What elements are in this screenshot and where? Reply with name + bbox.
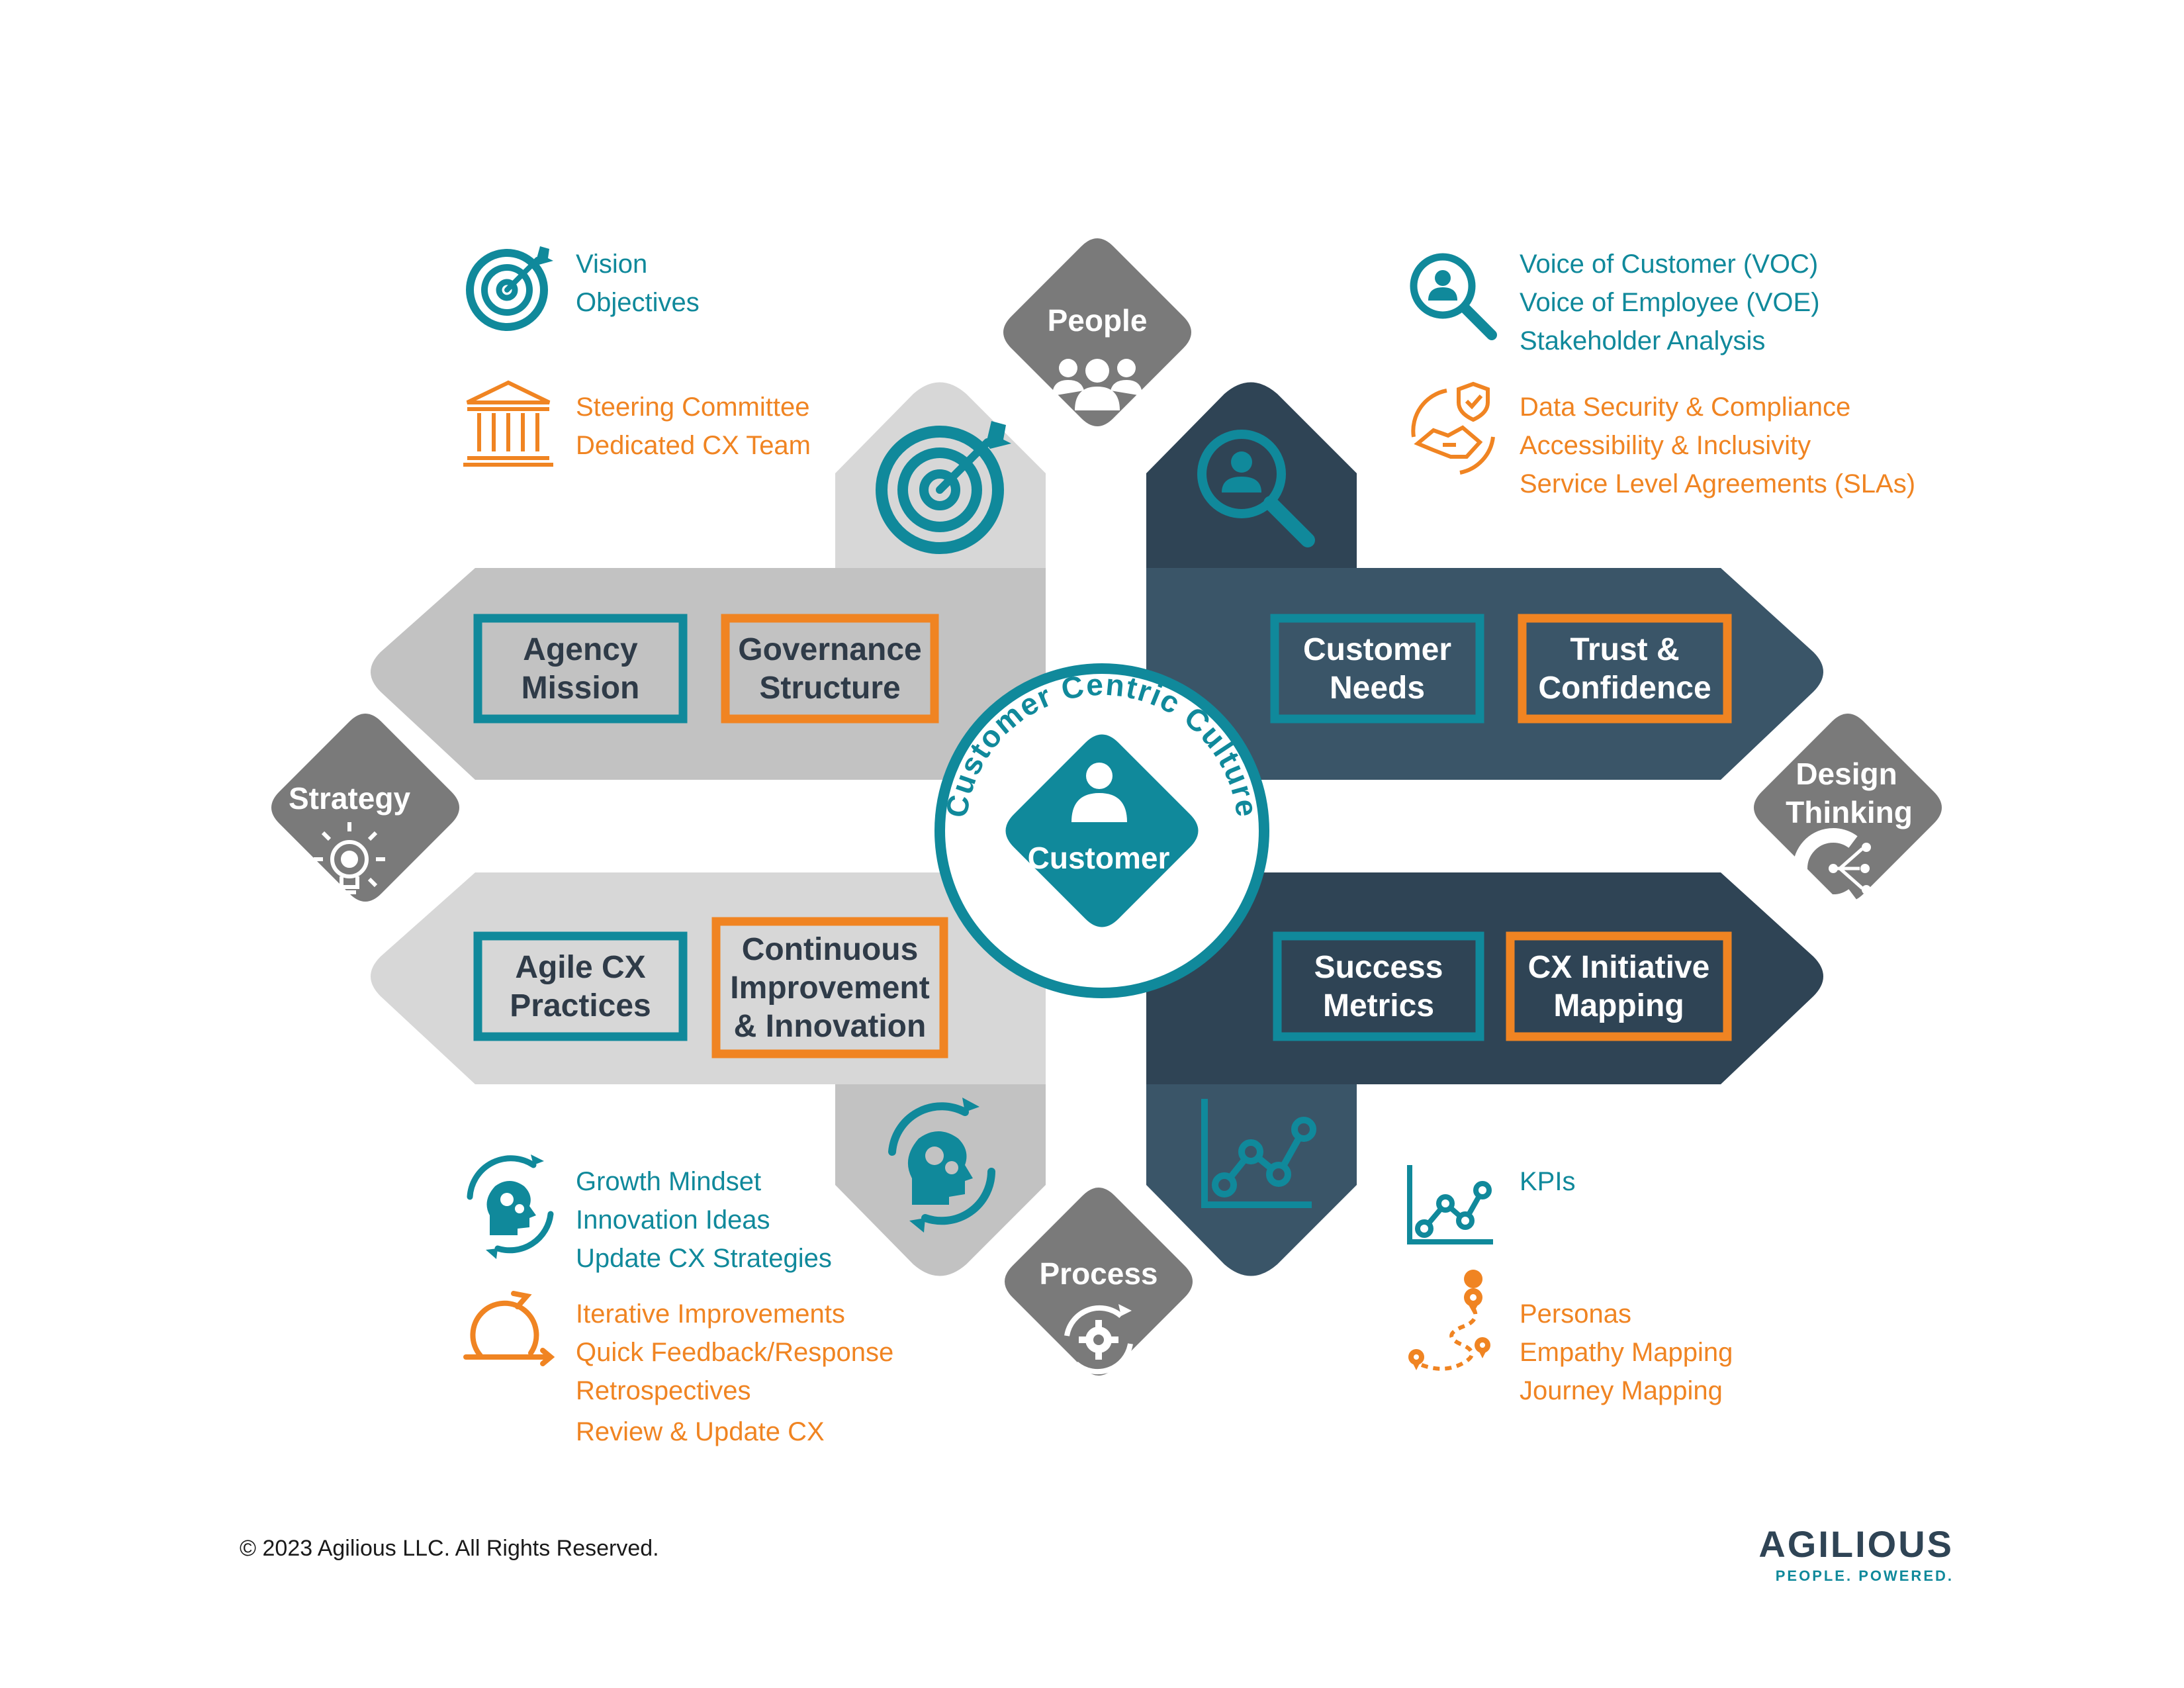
- lower-right-vertical-arm: [1146, 1084, 1357, 1276]
- bottom-right-orange-list: Personas Empathy Mapping Journey Mapping: [1520, 1299, 1733, 1405]
- trust-confidence-line-1: Trust &: [1570, 632, 1679, 667]
- trust-confidence-box: Trust & Confidence: [1518, 614, 1732, 724]
- center-customer-circle: Customer Centric Culture Customer: [934, 663, 1269, 998]
- bottom-right-teal-list: KPIs: [1520, 1167, 1575, 1196]
- agency-mission-line-1: Agency: [523, 632, 638, 667]
- cx-initiative-line-1: CX Initiative: [1528, 950, 1710, 985]
- list-item: Update CX Strategies: [576, 1244, 832, 1273]
- customer-needs-line-1: Customer: [1303, 632, 1451, 667]
- list-item: Growth Mindset: [576, 1167, 761, 1196]
- cx-initiative-box: CX Initiative Mapping: [1506, 931, 1732, 1041]
- vision-target-icon: [466, 246, 553, 331]
- line-chart-icon: [1201, 1099, 1316, 1208]
- person-icon: [1071, 763, 1127, 822]
- people-diamond: People: [1003, 238, 1191, 426]
- success-metrics-box: Success Metrics: [1273, 931, 1484, 1041]
- strategy-diamond: Strategy: [271, 714, 459, 902]
- list-item: Accessibility & Inclusivity: [1520, 431, 1811, 460]
- list-item: Voice of Employee (VOE): [1520, 288, 1820, 317]
- list-item: Personas: [1520, 1299, 1631, 1329]
- lightbulb-gear-icon: [314, 822, 385, 894]
- list-item: Steering Committee: [576, 393, 809, 422]
- upper-left-horizontal-arrow: [371, 568, 1046, 780]
- top-right-teal-list: Voice of Customer (VOC) Voice of Employe…: [1520, 250, 1820, 355]
- growth-head-gears-icon: [467, 1154, 554, 1259]
- iteration-cycle-icon: [463, 1291, 555, 1366]
- lower-right-horizontal-arrow: [1146, 872, 1823, 1084]
- continuous-improvement-line-1: Continuous: [742, 932, 919, 967]
- success-metrics-line-2: Metrics: [1323, 988, 1434, 1023]
- bottom-left-orange-list: Iterative Improvements Quick Feedback/Re…: [576, 1299, 893, 1446]
- top-left-teal-list: Vision Objectives: [576, 250, 700, 317]
- process-diamond: Process: [1005, 1188, 1193, 1376]
- institution-icon: [463, 380, 553, 467]
- upper-right-vertical-arm: [1146, 382, 1357, 568]
- customer-label: Customer: [1028, 841, 1170, 875]
- search-person-icon: [1197, 430, 1315, 547]
- logo-tagline: PEOPLE. POWERED.: [1776, 1568, 1954, 1584]
- trust-confidence-line-2: Confidence: [1538, 671, 1711, 706]
- list-item: Vision: [576, 250, 647, 279]
- gear-network-icon: [1793, 828, 1871, 909]
- list-item: Data Security & Compliance: [1520, 393, 1850, 422]
- customer-diamond: [1005, 734, 1199, 927]
- kpi-line-chart-icon: [1407, 1165, 1493, 1244]
- list-item: Voice of Customer (VOC): [1520, 250, 1818, 279]
- design-thinking-diamond: Design Thinking: [1754, 714, 1942, 909]
- continuous-improvement-line-2: Improvement: [730, 970, 929, 1006]
- agile-cx-line-2: Practices: [510, 988, 651, 1023]
- agile-cx-box: Agile CX Practices: [473, 931, 688, 1041]
- journey-map-icon: [1408, 1270, 1490, 1371]
- customer-needs-line-2: Needs: [1330, 671, 1425, 706]
- people-label: People: [1048, 303, 1148, 338]
- bottom-left-teal-list: Growth Mindset Innovation Ideas Update C…: [576, 1167, 832, 1273]
- design-thinking-label-1: Design: [1796, 757, 1897, 791]
- governance-structure-box: Governance Structure: [721, 614, 939, 724]
- list-item: Service Level Agreements (SLAs): [1520, 469, 1915, 498]
- upper-right-horizontal-arrow: [1146, 568, 1823, 780]
- list-item: Iterative Improvements: [576, 1299, 845, 1329]
- list-item: Stakeholder Analysis: [1520, 326, 1765, 355]
- cx-initiative-line-2: Mapping: [1553, 988, 1684, 1023]
- list-item: Retrospectives: [576, 1376, 751, 1405]
- handshake-shield-icon: [1411, 381, 1495, 475]
- governance-structure-line-1: Governance: [738, 632, 921, 667]
- voc-search-person-icon: [1410, 253, 1497, 340]
- list-item: Empathy Mapping: [1520, 1338, 1733, 1367]
- strategy-label: Strategy: [289, 781, 410, 816]
- continuous-improvement-box: Continuous Improvement & Innovation: [711, 917, 948, 1058]
- logo-wordmark: AGILIOUS: [1758, 1523, 1954, 1565]
- copyright-text: © 2023 Agilious LLC. All Rights Reserved…: [240, 1536, 659, 1561]
- head-gears-icon: [888, 1098, 995, 1233]
- design-thinking-label-2: Thinking: [1786, 795, 1913, 829]
- governance-structure-line-2: Structure: [759, 671, 900, 706]
- success-metrics-line-1: Success: [1314, 950, 1443, 985]
- list-item: Dedicated CX Team: [576, 431, 811, 460]
- list-item: KPIs: [1520, 1167, 1575, 1196]
- target-icon: [876, 421, 1011, 554]
- gear-cycle-icon: [1064, 1304, 1133, 1376]
- agency-mission-box: Agency Mission: [473, 614, 688, 724]
- agency-mission-line-2: Mission: [522, 671, 640, 706]
- list-item: Innovation Ideas: [576, 1205, 770, 1235]
- continuous-improvement-line-3: & Innovation: [734, 1009, 927, 1044]
- list-item: Review & Update CX: [576, 1417, 825, 1446]
- people-group-icon: [1052, 359, 1142, 410]
- agilious-logo: AGILIOUS PEOPLE. POWERED.: [1758, 1523, 1954, 1584]
- agile-cx-line-1: Agile CX: [515, 950, 645, 985]
- top-left-orange-list: Steering Committee Dedicated CX Team: [576, 393, 811, 460]
- process-label: Process: [1039, 1256, 1158, 1291]
- customer-needs-box: Customer Needs: [1270, 614, 1484, 724]
- list-item: Objectives: [576, 288, 700, 317]
- list-item: Quick Feedback/Response: [576, 1338, 893, 1367]
- top-right-orange-list: Data Security & Compliance Accessibility…: [1520, 393, 1915, 498]
- list-item: Journey Mapping: [1520, 1376, 1723, 1405]
